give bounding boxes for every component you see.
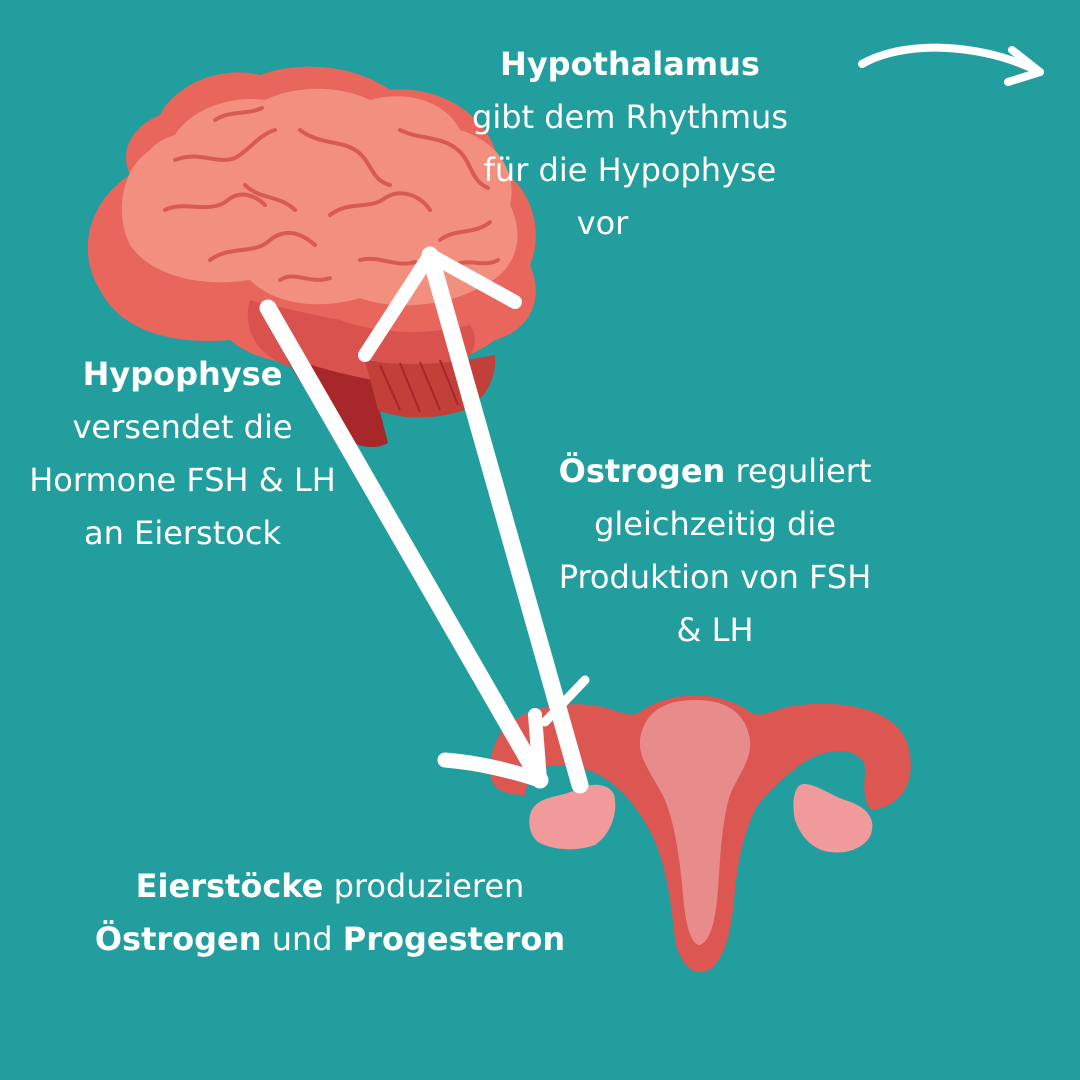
eierstoecke-und: und: [261, 920, 343, 958]
hypothalamus-line3: vor: [576, 204, 629, 242]
hypophyse-line1: versendet die: [72, 408, 293, 446]
eierstoecke-title: Eierstöcke: [135, 867, 324, 905]
eierstoecke-oestrogen: Östrogen: [94, 920, 262, 958]
hypothalamus-text: Hypothalamus gibt dem Rhythmus für die H…: [455, 38, 805, 250]
hypophyse-title: Hypophyse: [82, 355, 283, 393]
oestrogen-line4: & LH: [676, 611, 754, 649]
oestrogen-title: Östrogen: [558, 452, 726, 490]
down-arrow-icon: [259, 299, 549, 789]
hypophyse-line3: an Eierstock: [84, 514, 281, 552]
hypothalamus-title: Hypothalamus: [500, 45, 760, 83]
hypothalamus-line1: gibt dem Rhythmus: [472, 98, 788, 136]
eierstoecke-progesteron: Progesteron: [342, 920, 566, 958]
oestrogen-line2: gleichzeitig die: [594, 505, 836, 543]
oestrogen-text: Östrogen reguliert gleichzeitig die Prod…: [535, 445, 895, 657]
curved-arrow-icon: [858, 43, 1044, 86]
up-arrow-icon: [358, 246, 590, 794]
oestrogen-line1-rest: reguliert: [725, 452, 872, 490]
oestrogen-line3: Produktion von FSH: [558, 558, 872, 596]
hypophyse-text: Hypophyse versendet die Hormone FSH & LH…: [5, 348, 360, 560]
eierstoecke-line1-rest: produzieren: [323, 867, 525, 905]
uterus-icon: [490, 695, 911, 973]
hypothalamus-line2: für die Hypophyse: [483, 151, 777, 189]
hypophyse-line2: Hormone FSH & LH: [29, 461, 336, 499]
eierstoecke-text: Eierstöcke produzieren Östrogen und Prog…: [80, 860, 580, 966]
